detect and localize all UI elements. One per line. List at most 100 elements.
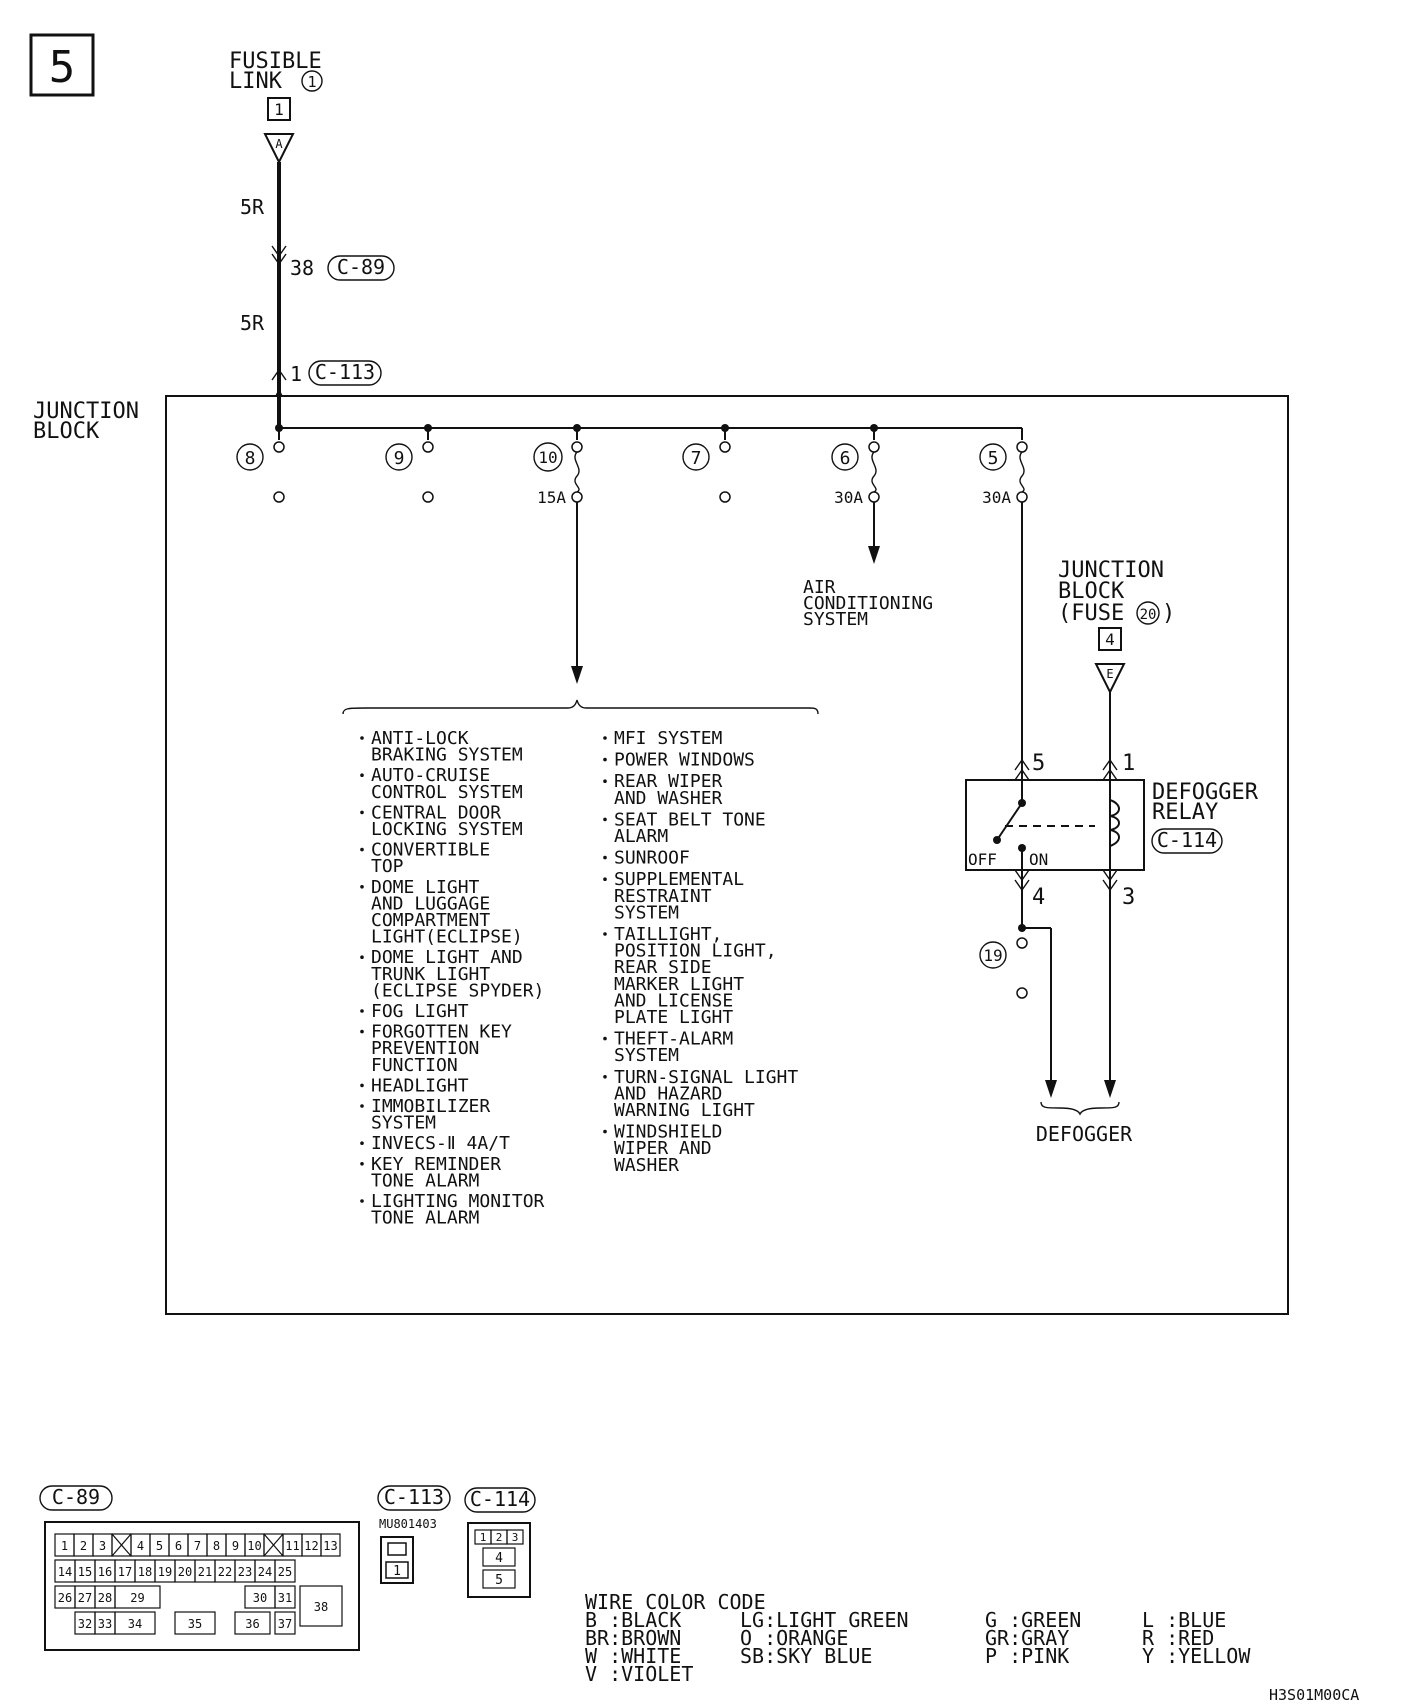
- system-bullet: [360, 1141, 364, 1145]
- c89-pin: 31: [278, 1591, 292, 1605]
- fusible-link-number-circle: [301, 70, 323, 92]
- system-name-line: AND WASHER: [614, 788, 723, 809]
- system-name-line: PLATE LIGHT: [614, 1007, 733, 1028]
- system-name-line: AND LUGGAGE: [371, 893, 490, 914]
- c114-connector-label: C-114: [1157, 828, 1217, 852]
- c89-pin: 30: [253, 1591, 267, 1605]
- c89-pin: 32: [78, 1617, 92, 1631]
- system-bullet: [360, 847, 364, 852]
- system-name-line: FOG LIGHT: [371, 1001, 469, 1022]
- c89-connector-badge: [327, 255, 395, 281]
- fuse-6-output-arrow: [868, 546, 880, 564]
- system-name-line: ANTI-LOCK: [371, 728, 469, 749]
- system-name-line: SYSTEM: [614, 902, 679, 923]
- system-name-line: AND LICENSE: [614, 990, 733, 1011]
- relay-pin-3: 3: [1122, 885, 1135, 910]
- c113-bottom-badge: [377, 1485, 451, 1511]
- system-bullet: [603, 855, 607, 860]
- wire-color-entry: W :WHITE: [585, 1644, 681, 1668]
- c89-pin: 26: [58, 1591, 72, 1605]
- relay-on-label: ON: [1029, 850, 1048, 869]
- fuse-6-number-circle: [831, 443, 859, 471]
- system-name-line: TAILLIGHT,: [614, 924, 722, 945]
- fuse-7-number-circle: [682, 443, 710, 471]
- system-bullet: [360, 1104, 364, 1108]
- c113-part-number: MU801403: [379, 1517, 437, 1531]
- jb-fuse20-label-3: (FUSE: [1058, 601, 1124, 626]
- system-bullet: [360, 810, 364, 815]
- c114-connector-outline: [467, 1522, 531, 1598]
- fusible-link-box: [267, 97, 291, 121]
- system-name-line: FUNCTION: [371, 1055, 458, 1076]
- c89-pin: 28: [98, 1591, 112, 1605]
- c89-pin: 9: [232, 1539, 239, 1553]
- splice-19-number-circle: [979, 941, 1007, 969]
- system-name-line: POWER WINDOWS: [614, 750, 755, 771]
- c89-pin: 38: [314, 1600, 328, 1614]
- figure-code: H3S01M00CA: [1269, 1686, 1359, 1704]
- c89-bottom-label: C-89: [52, 1485, 100, 1509]
- system-name-line: DOME LIGHT AND: [371, 947, 523, 968]
- junction-block-frame: [165, 395, 1289, 1315]
- system-name-line: CONTROL SYSTEM: [371, 782, 523, 803]
- connector-triangle-a-label: A: [275, 137, 283, 151]
- connector-triangle-e: [1094, 663, 1126, 695]
- c114-pin-5: 5: [495, 1573, 503, 1588]
- system-name-line: BRAKING SYSTEM: [371, 745, 523, 766]
- c114-bottom-label: C-114: [470, 1487, 530, 1511]
- system-name-line: TONE ALARM: [371, 1170, 480, 1191]
- wire-color-entry: SB:SKY BLUE: [740, 1644, 872, 1668]
- c89-pin: 35: [188, 1617, 202, 1631]
- fuse-6-element: [871, 451, 877, 493]
- c89-pin: 20: [178, 1565, 192, 1579]
- jb-fuse20-number: 20: [1140, 607, 1157, 623]
- c89-pin: 33: [98, 1617, 112, 1631]
- fuse-10-output-arrow: [571, 666, 583, 684]
- wire-color-entry: LG:LIGHT GREEN: [740, 1608, 909, 1632]
- fuse-10-amperage: 15A: [537, 488, 566, 507]
- fuse-5-number-circle: [979, 443, 1007, 471]
- defogger-arrow-2: [1104, 1080, 1116, 1098]
- c89-pin: 17: [118, 1565, 132, 1579]
- relay-off-label: OFF: [968, 850, 997, 869]
- c89-connector-outline: [44, 1521, 360, 1651]
- c89-pin: 34: [128, 1617, 142, 1631]
- system-name-line: POSITION LIGHT,: [614, 941, 777, 962]
- c89-pin: 8: [213, 1539, 220, 1553]
- c89-pin: 4: [137, 1539, 144, 1553]
- c89-pin: 37: [278, 1617, 292, 1631]
- fuse-5-element: [1019, 451, 1025, 493]
- c89-connector-mark: [271, 245, 287, 266]
- c89-pin: 2: [80, 1539, 87, 1553]
- c113-pin-label: 1: [393, 1564, 401, 1579]
- c89-pin: 27: [78, 1591, 92, 1605]
- defogger-arrow-1: [1045, 1080, 1057, 1098]
- jb-fuse20-label-4: ): [1162, 601, 1175, 626]
- c113-pin-number: 1: [290, 362, 302, 386]
- relay-pin-5-mark: [1014, 758, 1030, 781]
- system-name-line: CONVERTIBLE: [371, 840, 490, 861]
- fuse-9-number-circle: [385, 443, 413, 471]
- c89-pin: 25: [278, 1565, 292, 1579]
- c114-pin-1: 1: [480, 1531, 487, 1544]
- system-name-line: CENTRAL DOOR: [371, 802, 501, 823]
- system-bullet: [360, 885, 364, 889]
- system-name-line: WIPER AND: [614, 1138, 712, 1159]
- c113-connector-badge: [308, 360, 382, 386]
- c114-pin-2: 2: [496, 1531, 503, 1544]
- relay-pin-5: 5: [1032, 751, 1045, 776]
- fuse-9-top-terminal: [422, 441, 434, 453]
- c114-pin-grid: 1 2 3 4 5: [474, 1529, 524, 1589]
- jb-fuse20-label-2: BLOCK: [1058, 579, 1125, 604]
- connector-triangle-a: [263, 133, 295, 165]
- system-bullet: [360, 736, 364, 740]
- system-name-line: THEFT-ALARM: [614, 1029, 733, 1050]
- splice-19-lower-terminal: [1016, 987, 1028, 999]
- system-name-line: SUPPLEMENTAL: [614, 869, 744, 890]
- wire-color-entry: BR:BROWN: [585, 1626, 681, 1650]
- system-bullet: [603, 817, 607, 822]
- c89-pin: 15: [78, 1565, 92, 1579]
- c113-connector-latch: [387, 1542, 407, 1556]
- jb-fuse20-box: [1098, 627, 1122, 651]
